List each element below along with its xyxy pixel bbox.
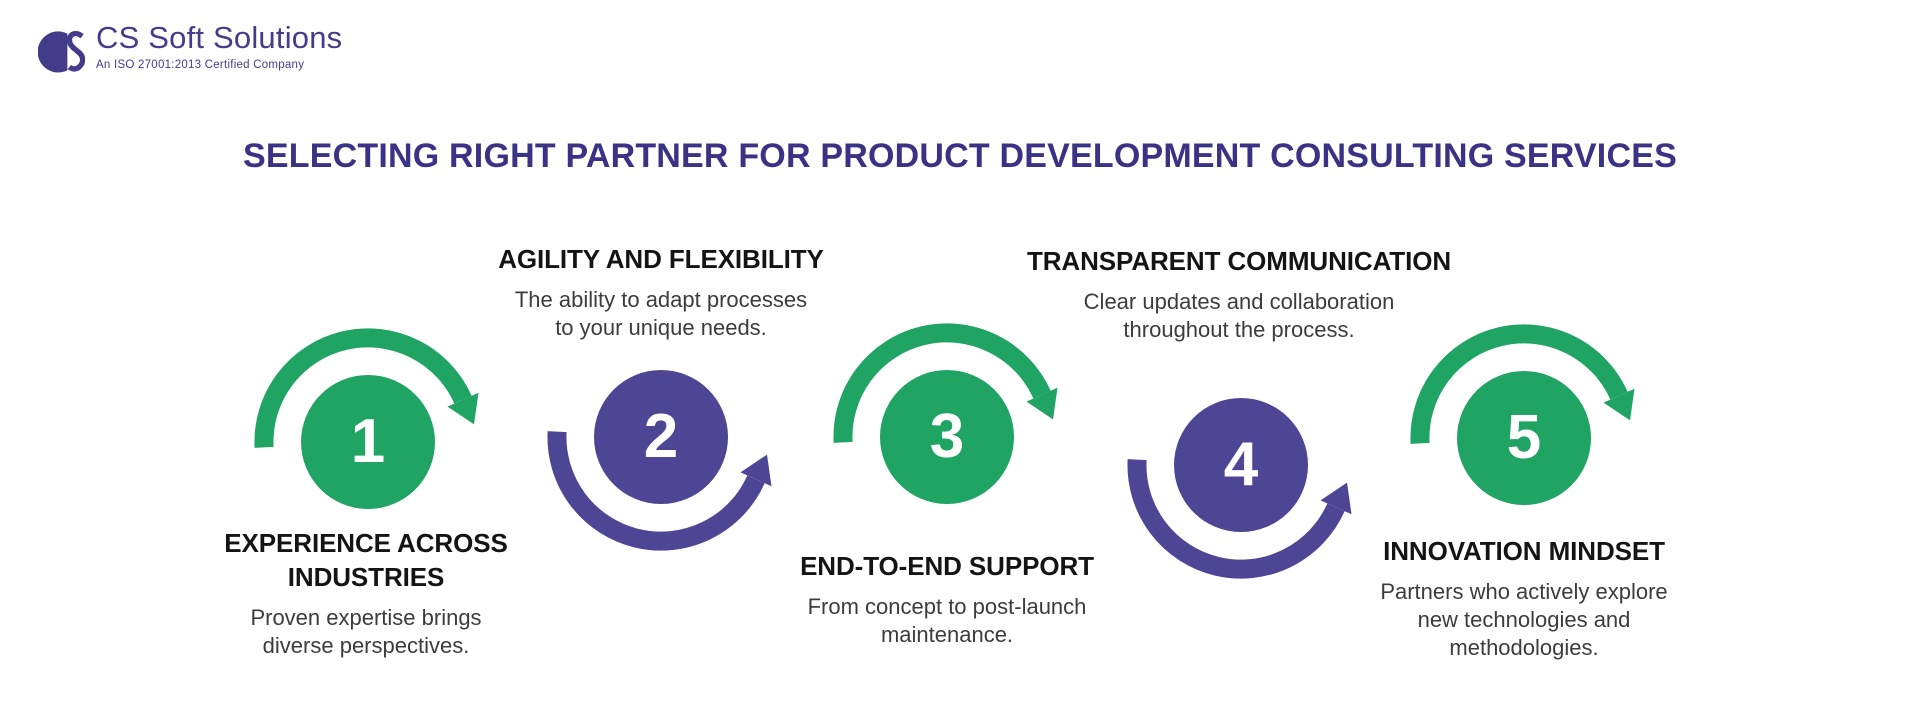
step-number-badge: 1 — [301, 375, 435, 509]
step-title: TRANSPARENT COMMUNICATION — [1026, 246, 1452, 276]
step-title: INNOVATION MINDSET — [1383, 536, 1665, 566]
cs-monogram-icon — [38, 30, 85, 73]
brand-logo: CS Soft Solutions An ISO 27001:2013 Cert… — [38, 20, 342, 78]
step-5-graphic: 5 — [1404, 318, 1644, 558]
step-number: 3 — [929, 402, 965, 471]
step-3-graphic: 3 — [827, 317, 1067, 557]
step-number-badge: 2 — [594, 370, 728, 504]
circular-arrow-icon — [547, 431, 772, 551]
step-number: 2 — [643, 402, 679, 471]
step-description: The ability to adapt processes to your u… — [514, 287, 808, 340]
step-5-text: INNOVATION MINDSET Partners who actively… — [1304, 534, 1744, 662]
step-description: Clear updates and collaboration througho… — [1083, 289, 1395, 342]
circular-arrow-icon — [1410, 324, 1635, 444]
step-description: Partners who actively explore new techno… — [1380, 579, 1668, 660]
step-title: AGILITY AND FLEXIBILITY — [498, 244, 824, 274]
step-description: Proven expertise brings diverse perspect… — [250, 605, 482, 658]
step-4-graphic: 4 — [1121, 345, 1361, 585]
step-4-text: TRANSPARENT COMMUNICATION Clear updates … — [1019, 244, 1459, 344]
circular-arrow-icon — [254, 328, 479, 448]
step-title: EXPERIENCE ACROSS INDUSTRIES — [224, 528, 508, 592]
step-1-graphic: 1 — [248, 322, 488, 562]
step-number-badge: 3 — [880, 370, 1014, 504]
step-2-text: AGILITY AND FLEXIBILITY The ability to a… — [441, 242, 881, 342]
step-number: 1 — [350, 407, 386, 476]
step-description: From concept to post-launch maintenance. — [807, 594, 1087, 647]
circular-arrow-icon — [1127, 459, 1352, 579]
step-2-graphic: 2 — [541, 317, 781, 557]
logo-tagline: An ISO 27001:2013 Certified Company — [96, 59, 305, 71]
logo-name: CS Soft Solutions — [96, 20, 343, 55]
step-number-badge: 5 — [1457, 371, 1591, 505]
page-title: SELECTING RIGHT PARTNER FOR PRODUCT DEVE… — [243, 137, 1677, 175]
circular-arrow-icon — [833, 323, 1058, 443]
step-1-text: EXPERIENCE ACROSS INDUSTRIES Proven expe… — [146, 526, 586, 660]
step-number: 5 — [1506, 403, 1542, 472]
brand-text: CS Soft Solutions An ISO 27001:2013 Cert… — [96, 20, 342, 71]
step-number: 4 — [1223, 430, 1259, 499]
step-3-text: END-TO-END SUPPORT From concept to post-… — [727, 549, 1167, 649]
step-title: END-TO-END SUPPORT — [800, 551, 1094, 581]
step-number-badge: 4 — [1174, 398, 1308, 532]
